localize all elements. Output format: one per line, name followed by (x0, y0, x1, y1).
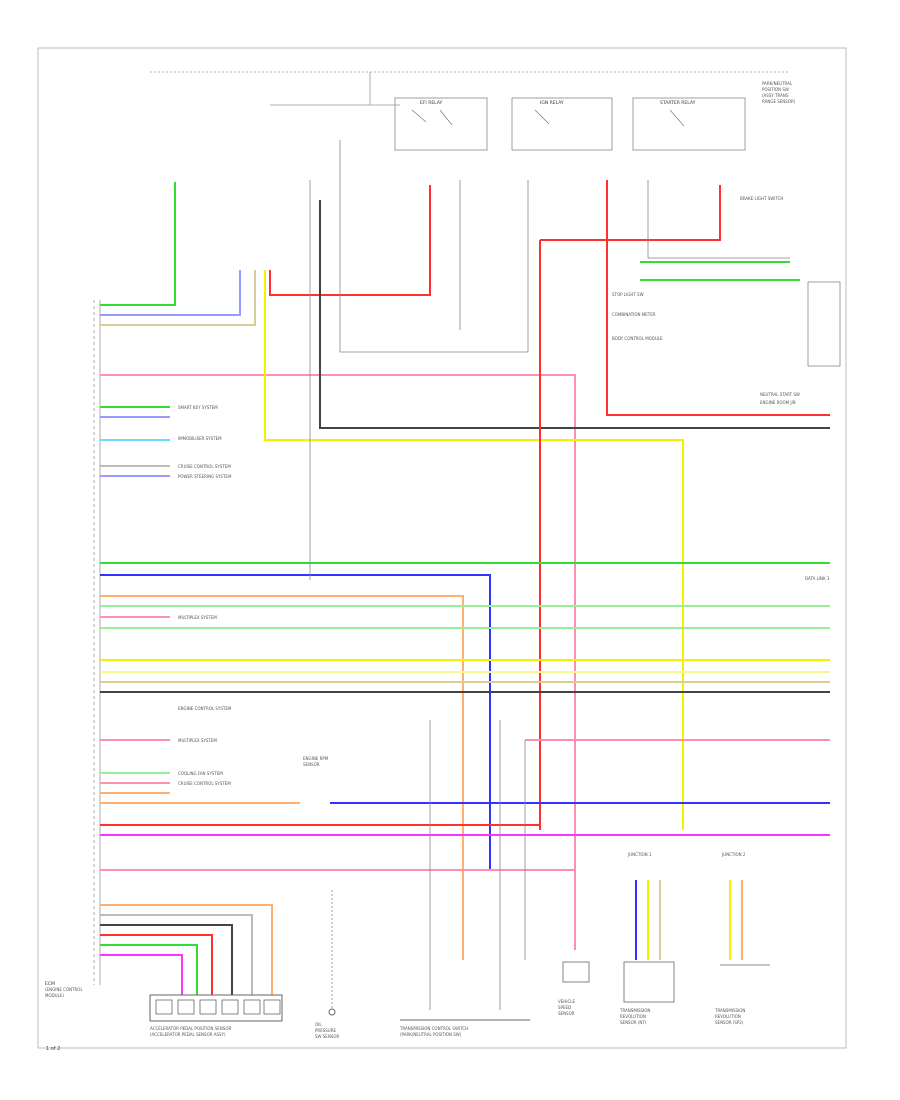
trans-rev-2-label-1: TRANSMISSION (714, 1008, 745, 1013)
trans-range-label-2: (PARK/NEUTRAL POSITION SW) (400, 1032, 462, 1037)
wire-pink-1 (100, 374, 576, 950)
wire-orange-4 (100, 904, 273, 995)
speed-sensor-label-1: VEHICLE (558, 999, 575, 1004)
relay-box-3: STARTER RELAY PARK/NEUTRAL POSITION SW (… (632, 81, 796, 151)
trans-revolution-sensor-2: TRANSMISSION REVOLUTION SENSOR (SP2) (714, 964, 770, 1025)
wire-red-1 (269, 185, 431, 296)
rpm-sensor-label-1: ENGINE RPM (303, 756, 329, 761)
page-number: 1 of 2 (46, 1046, 60, 1052)
data-link-label: DATA LINK 3 (805, 576, 830, 581)
accel-pedal-label-2: (ACCELERATOR PEDAL SENSOR ASSY) (150, 1032, 226, 1037)
system-ref-6: ENGINE CONTROL SYSTEM (178, 706, 232, 711)
wire-yellow-1 (264, 270, 684, 830)
wire-magenta-2 (100, 954, 183, 995)
ecm-caption-line-1: ECM (45, 981, 55, 987)
engine-rpm-sensor: ENGINE RPM SENSOR (303, 756, 329, 767)
system-ref-2: IMMOBILISER SYSTEM (178, 436, 222, 441)
accel-pedal-sensor: ACCELERATOR PEDAL POSITION SENSOR (ACCEL… (149, 994, 283, 1037)
wire-green-1 (100, 182, 176, 306)
relay-box-2: IGN RELAY (511, 97, 613, 151)
trans-rev-2-label-2: REVOLUTION (715, 1014, 741, 1019)
system-ref-9: CRUISE CONTROL SYSTEM (178, 781, 231, 786)
relay-box-1: EFI RELAY (394, 97, 488, 151)
trans-control-switch: TRANSMISSION CONTROL SWITCH (PARK/NEUTRA… (399, 1019, 530, 1037)
trans-revolution-sensor-1: TRANSMISSION REVOLUTION SENSOR (NT) (619, 961, 675, 1025)
wire-gray-2 (100, 914, 253, 995)
wire-red-2 (606, 180, 830, 416)
speed-sensor-label-2: SPEED (558, 1005, 571, 1010)
system-references: SMART KEY SYSTEM IMMOBILISER SYSTEM CRUI… (178, 405, 232, 786)
trans-rev-1-label-3: SENSOR (NT) (620, 1020, 647, 1025)
wire-black-1 (319, 200, 830, 429)
relay-3-note-line-2: POSITION SW (762, 87, 789, 92)
right-ref-3: COMBINATION METER (612, 312, 656, 317)
oil-pressure-label-1: OIL (315, 1022, 322, 1027)
accel-pedal-label-1: ACCELERATOR PEDAL POSITION SENSOR (150, 1026, 231, 1031)
diagram-border (37, 47, 847, 1049)
trans-rev-2-label-3: SENSOR (SP2) (715, 1020, 744, 1025)
trans-range-label-1: TRANSMISSION CONTROL SWITCH (399, 1026, 468, 1031)
ecm-pin-column (93, 300, 101, 985)
junction-a-label: JUNCTION 1 (627, 852, 652, 857)
right-ref-5: NEUTRAL START SW (760, 392, 800, 397)
wire-bundle (100, 180, 830, 995)
relay-3-note-line-4: RANGE SENSOR) (762, 99, 796, 104)
right-ref-1: BRAKE LIGHT SWITCH (740, 196, 783, 201)
oil-pressure-label-3: SW SENSOR (315, 1034, 340, 1039)
system-ref-7: MULTIPLEX SYSTEM (178, 738, 217, 743)
wire-red-6 (100, 934, 213, 995)
wire-orange-1 (100, 595, 464, 960)
rpm-sensor-label-2: SENSOR (303, 762, 320, 767)
system-ref-5: MULTIPLEX SYSTEM (178, 615, 217, 620)
right-ref-6: ENGINE ROOM J/B (760, 400, 796, 405)
system-ref-3: CRUISE CONTROL SYSTEM (178, 464, 231, 469)
wire-black-3 (100, 924, 233, 995)
right-ref-4: BODY CONTROL MODULE (612, 336, 663, 341)
wire-blue-1 (100, 574, 491, 870)
speed-sensor-label-3: SENSOR (558, 1011, 575, 1016)
wire-green-4 (100, 944, 198, 995)
right-references: BRAKE LIGHT SWITCH STOP LIGHT SW COMBINA… (612, 196, 800, 405)
thin-routing (309, 140, 790, 1010)
relay-3-label: STARTER RELAY (660, 100, 696, 106)
oil-pressure-label-2: PRESSURE (315, 1028, 337, 1033)
oil-pressure-switch: OIL PRESSURE SW SENSOR (315, 890, 340, 1039)
ecm-caption-line-3: MODULE) (45, 993, 64, 998)
system-ref-4: POWER STEERING SYSTEM (178, 474, 232, 479)
ecm-caption-line-2: (ENGINE CONTROL (45, 987, 83, 992)
trans-rev-1-label-1: TRANSMISSION (619, 1008, 650, 1013)
top-feed-lines (150, 71, 790, 106)
relay-3-note-line-3: (ASSY TRANS (762, 93, 789, 98)
wire-light-blue-1 (100, 270, 241, 316)
wire-red-3 (540, 185, 721, 241)
wire-tan-1 (100, 270, 256, 326)
relay-3-note-line-1: PARK/NEUTRAL (762, 81, 793, 86)
right-ref-2: STOP LIGHT SW (612, 292, 644, 297)
system-ref-8: COOLING FAN SYSTEM (178, 771, 223, 776)
trans-rev-1-label-2: REVOLUTION (620, 1014, 646, 1019)
vehicle-speed-sensor: VEHICLE SPEED SENSOR (558, 961, 590, 1016)
junction-b-label: JUNCTION 2 (721, 852, 746, 857)
system-ref-1: SMART KEY SYSTEM (178, 405, 218, 410)
right-connector-box (807, 281, 841, 367)
relay-1-label: EFI RELAY (420, 100, 442, 106)
relay-2-label: IGN RELAY (540, 100, 564, 106)
